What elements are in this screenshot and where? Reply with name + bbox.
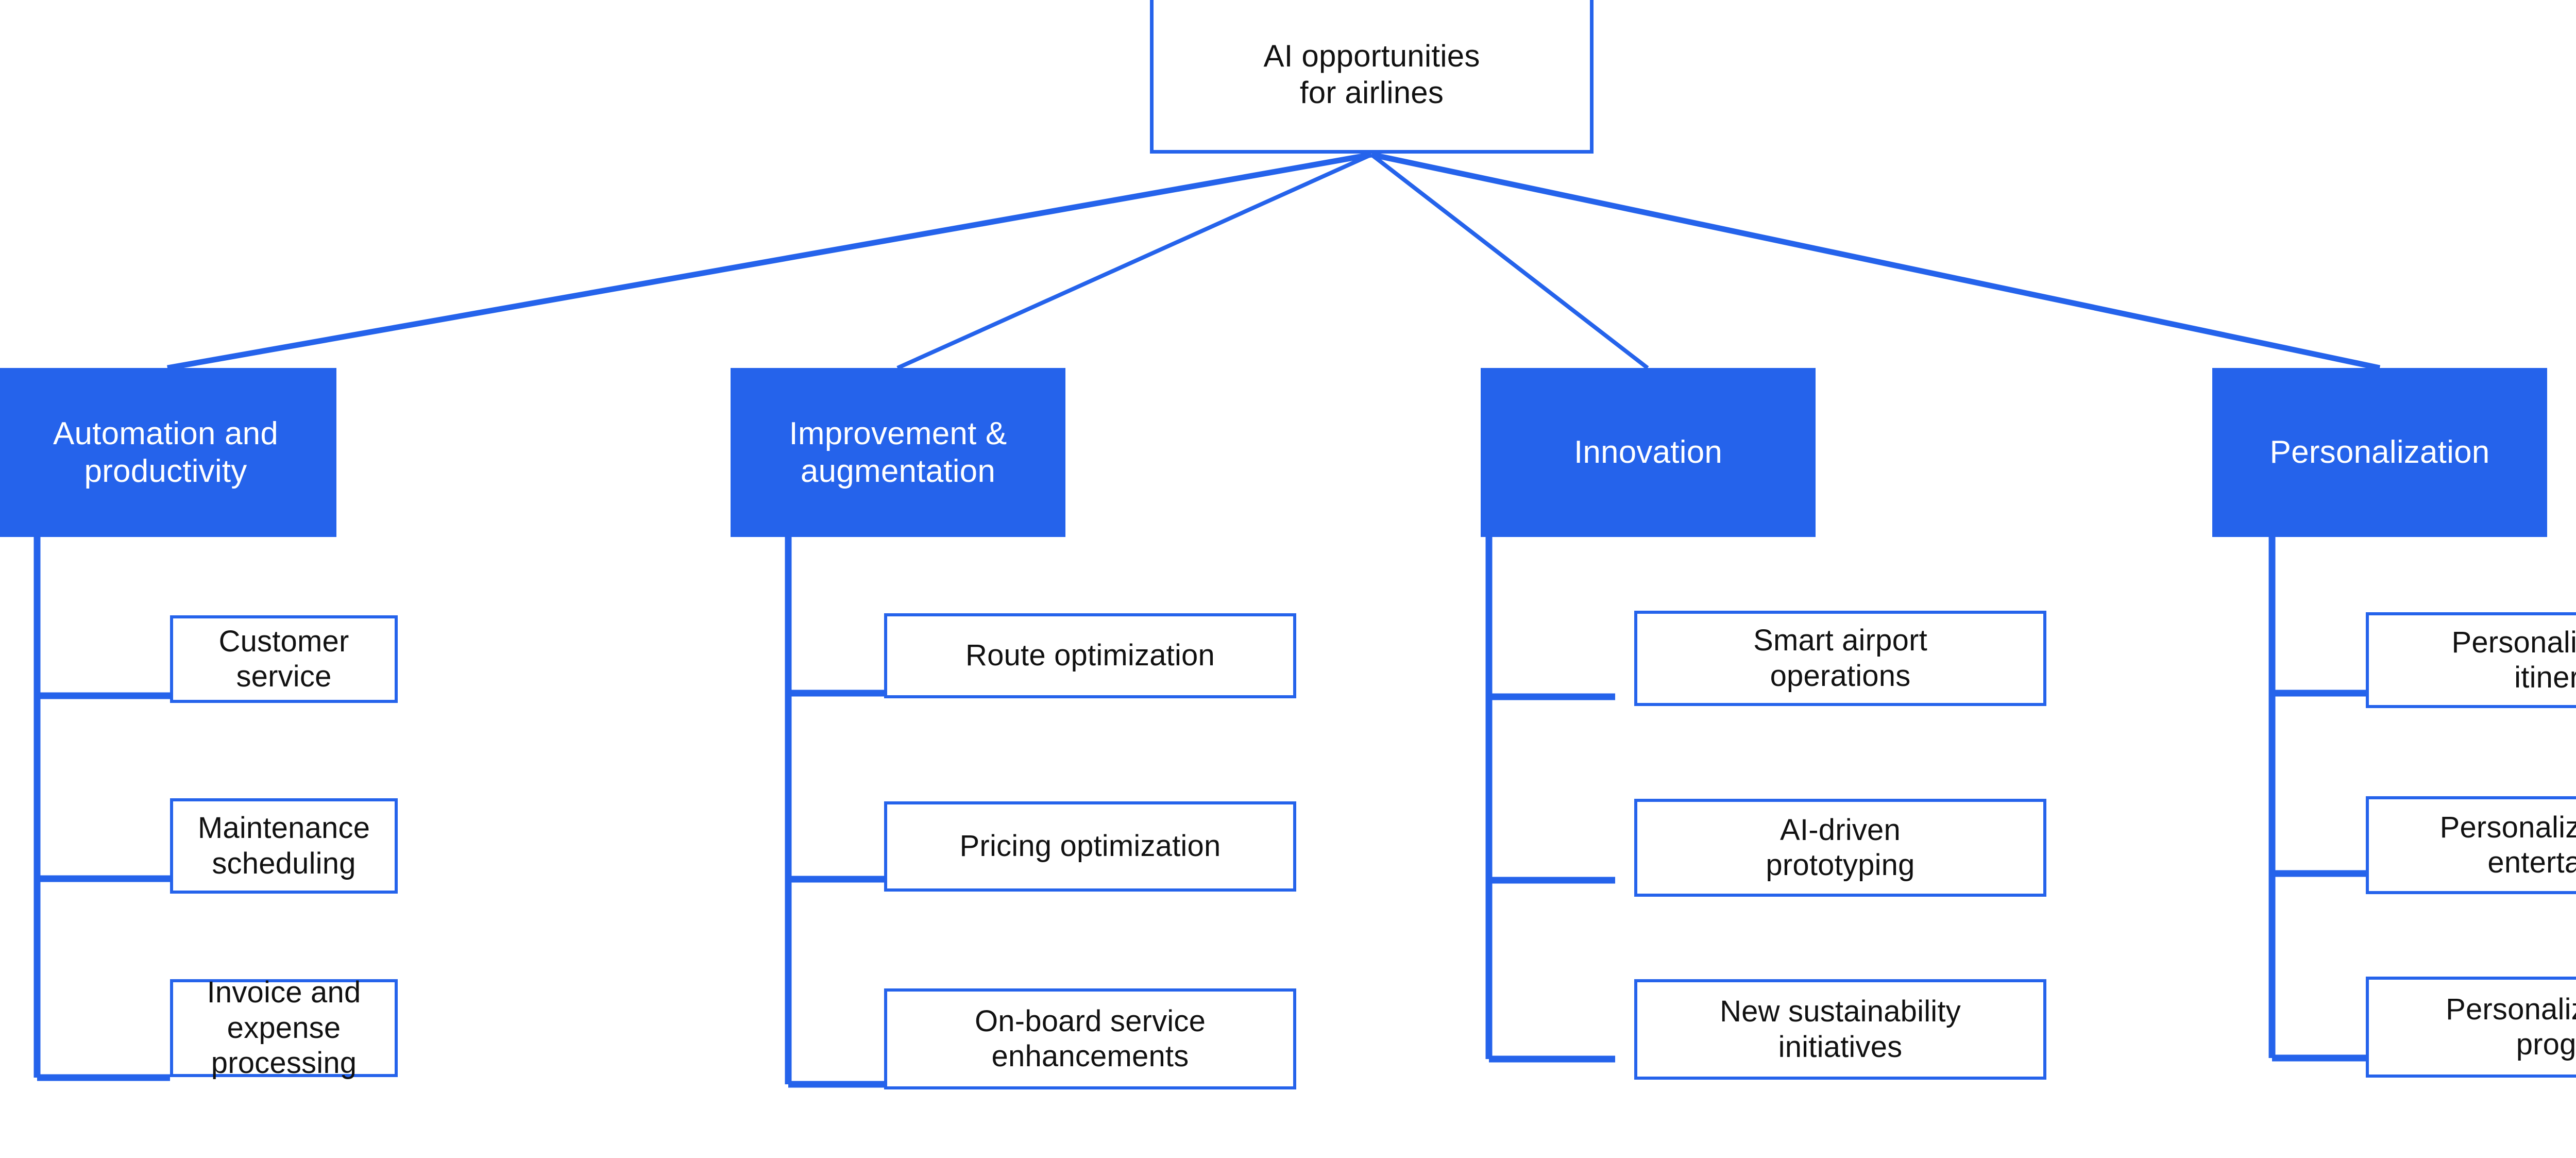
leaf-node-pricing-optimization[interactable]: Pricing optimization bbox=[884, 801, 1296, 892]
leaf-label-personalized-travel-itineraries: Personalized travel itineraries bbox=[2451, 625, 2576, 694]
leaf-node-on-board-service-enhancements[interactable]: On-board service enhancements bbox=[884, 988, 1296, 1089]
category-node-improvement-and-augmentation[interactable]: Improvement & augmentation bbox=[731, 368, 1065, 537]
category-node-innovation[interactable]: Innovation bbox=[1481, 368, 1816, 537]
leaf-node-new-sustainability-initiatives[interactable]: New sustainability initiatives bbox=[1634, 979, 2046, 1080]
leaf-node-invoice-and-expense-processing[interactable]: Invoice and expense processing bbox=[170, 976, 398, 1080]
leaf-node-ai-driven-prototyping[interactable]: AI-driven prototyping bbox=[1634, 799, 2046, 897]
edge-root-to-improvement bbox=[896, 153, 1372, 370]
leaf-label-customer-service: Customer service bbox=[218, 624, 349, 693]
edge-root-to-innovation bbox=[1370, 153, 1649, 370]
leaf-node-personalized-in-flight-entertainment[interactable]: Personalized in-flight entertainment bbox=[2366, 796, 2576, 894]
leaf-label-smart-airport-operations: Smart airport operations bbox=[1753, 624, 1927, 693]
leaf-label-maintenance-scheduling: Maintenance scheduling bbox=[197, 811, 370, 880]
category-label-personalization: Personalization bbox=[2269, 434, 2490, 471]
category-node-personalization[interactable]: Personalization bbox=[2212, 368, 2547, 537]
root-node[interactable]: AI opportunities for airlines bbox=[1150, 0, 1594, 154]
leaf-node-personalized-layalty-programs[interactable]: Personalized layalty programs bbox=[2366, 977, 2576, 1078]
leaf-label-route-optimization: Route optimization bbox=[965, 639, 1215, 673]
leaf-label-personalized-layalty-programs: Personalized layalty programs bbox=[2446, 992, 2576, 1061]
leaf-node-smart-airport-operations[interactable]: Smart airport operations bbox=[1634, 611, 2046, 706]
leaf-label-pricing-optimization: Pricing optimization bbox=[959, 829, 1221, 863]
edge-root-to-automation bbox=[167, 152, 1372, 371]
leaf-label-invoice-and-expense-processing: Invoice and expense processing bbox=[207, 976, 361, 1080]
category-label-innovation: Innovation bbox=[1573, 434, 1723, 471]
leaf-label-ai-driven-prototyping: AI-driven prototyping bbox=[1766, 813, 1915, 882]
leaf-label-personalized-in-flight-entertainment: Personalized in-flight entertainment bbox=[2439, 810, 2576, 879]
leaf-label-on-board-service-enhancements: On-board service enhancements bbox=[974, 1004, 1206, 1073]
root-node-label: AI opportunities for airlines bbox=[1263, 39, 1480, 110]
category-label-automation-and-productivity: Automation and productivity bbox=[53, 415, 279, 489]
category-label-improvement-and-augmentation: Improvement & augmentation bbox=[789, 415, 1007, 489]
leaf-node-route-optimization[interactable]: Route optimization bbox=[884, 613, 1296, 698]
leaf-label-new-sustainability-initiatives: New sustainability initiatives bbox=[1720, 995, 1961, 1064]
category-node-automation-and-productivity[interactable]: Automation and productivity bbox=[0, 368, 336, 537]
leaf-node-personalized-travel-itineraries[interactable]: Personalized travel itineraries bbox=[2366, 612, 2576, 708]
edge-root-to-personalization bbox=[1370, 152, 2381, 371]
leaf-node-maintenance-scheduling[interactable]: Maintenance scheduling bbox=[170, 798, 398, 894]
leaf-node-customer-service[interactable]: Customer service bbox=[170, 615, 398, 703]
